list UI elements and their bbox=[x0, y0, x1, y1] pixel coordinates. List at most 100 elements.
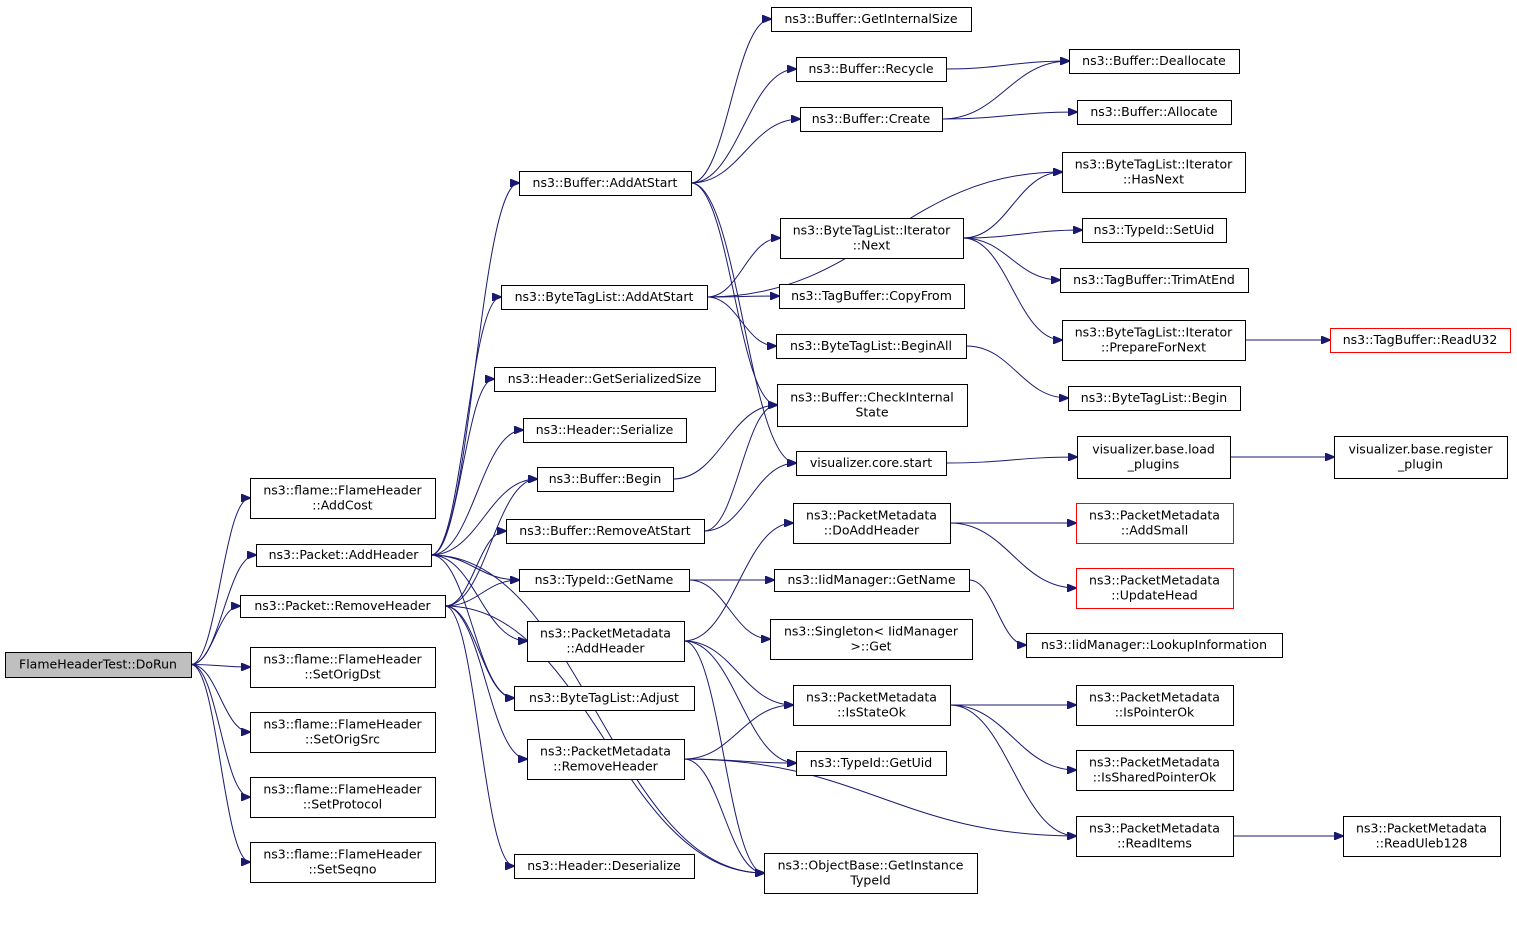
node-iid_getname[interactable]: ns3::IidManager::GetName bbox=[774, 569, 970, 592]
node-btli_next[interactable]: ns3::ByteTagList::Iterator::Next bbox=[780, 218, 964, 259]
node-box[interactable] bbox=[793, 503, 951, 544]
node-box[interactable] bbox=[1334, 436, 1508, 479]
node-typeid_setuid[interactable]: ns3::TypeId::SetUid bbox=[1082, 218, 1227, 243]
node-tagbuf_readu32[interactable]: ns3::TagBuffer::ReadU32 bbox=[1330, 328, 1511, 353]
node-box[interactable] bbox=[514, 686, 695, 711]
node-box[interactable] bbox=[519, 569, 690, 592]
node-box[interactable] bbox=[1343, 816, 1501, 857]
node-box[interactable] bbox=[1069, 49, 1240, 74]
node-box[interactable] bbox=[527, 739, 685, 780]
node-pm_isstateok[interactable]: ns3::PacketMetadata::IsStateOk bbox=[793, 685, 951, 726]
node-btl_adjust[interactable]: ns3::ByteTagList::Adjust bbox=[514, 686, 695, 711]
node-pm_addheader[interactable]: ns3::PacketMetadata::AddHeader bbox=[527, 621, 685, 662]
node-box[interactable] bbox=[1060, 268, 1249, 293]
node-tagbuf_copyfrom[interactable]: ns3::TagBuffer::CopyFrom bbox=[779, 284, 965, 309]
node-box[interactable] bbox=[776, 334, 967, 359]
node-box[interactable] bbox=[519, 171, 692, 196]
node-typeid_getname[interactable]: ns3::TypeId::GetName bbox=[519, 569, 690, 592]
node-pm_addsmall[interactable]: ns3::PacketMetadata::AddSmall bbox=[1076, 503, 1234, 544]
node-box[interactable] bbox=[240, 595, 446, 618]
node-box[interactable] bbox=[800, 107, 943, 132]
node-box[interactable] bbox=[523, 418, 687, 443]
node-box[interactable] bbox=[774, 569, 970, 592]
node-pm_readuleb128[interactable]: ns3::PacketMetadata::ReadUleb128 bbox=[1343, 816, 1501, 857]
node-box[interactable] bbox=[494, 367, 716, 392]
node-box[interactable] bbox=[1076, 568, 1234, 609]
node-box[interactable] bbox=[527, 621, 685, 662]
node-box[interactable] bbox=[796, 57, 947, 82]
node-box[interactable] bbox=[1076, 503, 1234, 544]
node-buf_deallocate[interactable]: ns3::Buffer::Deallocate bbox=[1069, 49, 1240, 74]
node-viz_core_start[interactable]: visualizer.core.start bbox=[796, 451, 947, 476]
node-btl_beginall[interactable]: ns3::ByteTagList::BeginAll bbox=[776, 334, 967, 359]
node-pkt_removeheader[interactable]: ns3::Packet::RemoveHeader bbox=[240, 595, 446, 618]
node-setprotocol[interactable]: ns3::flame::FlameHeader::SetProtocol bbox=[250, 777, 436, 818]
node-pm_readitems[interactable]: ns3::PacketMetadata::ReadItems bbox=[1076, 816, 1234, 857]
node-setorigsrc[interactable]: ns3::flame::FlameHeader::SetOrigSrc bbox=[250, 712, 436, 753]
node-buf_addatstart[interactable]: ns3::Buffer::AddAtStart bbox=[519, 171, 692, 196]
node-box[interactable] bbox=[1330, 328, 1511, 353]
node-pm_removeheader[interactable]: ns3::PacketMetadata::RemoveHeader bbox=[527, 739, 685, 780]
node-btl_begin[interactable]: ns3::ByteTagList::Begin bbox=[1068, 386, 1241, 411]
node-box[interactable] bbox=[764, 853, 978, 894]
node-box[interactable] bbox=[537, 467, 674, 492]
node-box[interactable] bbox=[1076, 750, 1234, 791]
node-pm_ispointerok[interactable]: ns3::PacketMetadata::IsPointerOk bbox=[1076, 685, 1234, 726]
node-hdr_getsersize[interactable]: ns3::Header::GetSerializedSize bbox=[494, 367, 716, 392]
node-box[interactable] bbox=[5, 652, 192, 678]
node-box[interactable] bbox=[780, 218, 964, 259]
node-box[interactable] bbox=[1076, 685, 1234, 726]
node-box[interactable] bbox=[1076, 816, 1234, 857]
node-box[interactable] bbox=[514, 854, 695, 879]
node-box[interactable] bbox=[796, 451, 947, 476]
node-typeid_getuid[interactable]: ns3::TypeId::GetUid bbox=[796, 751, 947, 776]
node-box[interactable] bbox=[250, 842, 436, 883]
node-pm_issharedptrok[interactable]: ns3::PacketMetadata::IsSharedPointerOk bbox=[1076, 750, 1234, 791]
node-box[interactable] bbox=[250, 712, 436, 753]
node-addcost[interactable]: ns3::flame::FlameHeader::AddCost bbox=[250, 478, 436, 519]
node-pkt_addheader[interactable]: ns3::Packet::AddHeader bbox=[256, 544, 432, 567]
node-box[interactable] bbox=[793, 685, 951, 726]
node-box[interactable] bbox=[779, 284, 965, 309]
node-box[interactable] bbox=[1068, 386, 1241, 411]
node-setseqno[interactable]: ns3::flame::FlameHeader::SetSeqno bbox=[250, 842, 436, 883]
node-btl_addatstart[interactable]: ns3::ByteTagList::AddAtStart bbox=[501, 285, 708, 310]
node-box[interactable] bbox=[1062, 320, 1246, 361]
node-box[interactable] bbox=[501, 285, 708, 310]
node-singleton_get[interactable]: ns3::Singleton< IidManager>::Get bbox=[770, 619, 973, 660]
node-btli_prepare[interactable]: ns3::ByteTagList::Iterator::PrepareForNe… bbox=[1062, 320, 1246, 361]
node-box[interactable] bbox=[250, 478, 436, 519]
node-buf_recycle[interactable]: ns3::Buffer::Recycle bbox=[796, 57, 947, 82]
node-box[interactable] bbox=[1077, 100, 1232, 125]
node-box[interactable] bbox=[506, 519, 705, 544]
node-setorigdst[interactable]: ns3::flame::FlameHeader::SetOrigDst bbox=[250, 647, 436, 688]
node-buf_begin[interactable]: ns3::Buffer::Begin bbox=[537, 467, 674, 492]
node-viz_base_register[interactable]: visualizer.base.register_plugin bbox=[1334, 436, 1508, 479]
node-viz_base_load[interactable]: visualizer.base.load_plugins bbox=[1077, 436, 1231, 479]
node-hdr_deserialize[interactable]: ns3::Header::Deserialize bbox=[514, 854, 695, 879]
node-box[interactable] bbox=[777, 384, 968, 427]
node-box[interactable] bbox=[771, 7, 972, 32]
node-hdr_serialize[interactable]: ns3::Header::Serialize bbox=[523, 418, 687, 443]
node-box[interactable] bbox=[1026, 633, 1283, 658]
node-box[interactable] bbox=[256, 544, 432, 567]
node-buf_allocate[interactable]: ns3::Buffer::Allocate bbox=[1077, 100, 1232, 125]
node-box[interactable] bbox=[250, 777, 436, 818]
node-btli_hasnext[interactable]: ns3::ByteTagList::Iterator::HasNext bbox=[1062, 152, 1246, 193]
node-buf_create[interactable]: ns3::Buffer::Create bbox=[800, 107, 943, 132]
node-box[interactable] bbox=[250, 647, 436, 688]
node-box[interactable] bbox=[796, 751, 947, 776]
node-buf_removeatstart[interactable]: ns3::Buffer::RemoveAtStart bbox=[506, 519, 705, 544]
node-box[interactable] bbox=[770, 619, 973, 660]
node-pm_updatehead[interactable]: ns3::PacketMetadata::UpdateHead bbox=[1076, 568, 1234, 609]
node-buf_getinternalsize[interactable]: ns3::Buffer::GetInternalSize bbox=[771, 7, 972, 32]
node-tagbuf_trimatend[interactable]: ns3::TagBuffer::TrimAtEnd bbox=[1060, 268, 1249, 293]
node-pm_doaddheader[interactable]: ns3::PacketMetadata::DoAddHeader bbox=[793, 503, 951, 544]
node-box[interactable] bbox=[1062, 152, 1246, 193]
node-iid_lookup[interactable]: ns3::IidManager::LookupInformation bbox=[1026, 633, 1283, 658]
node-box[interactable] bbox=[1077, 436, 1231, 479]
node-box[interactable] bbox=[1082, 218, 1227, 243]
node-dorun[interactable]: FlameHeaderTest::DoRun bbox=[5, 652, 192, 678]
